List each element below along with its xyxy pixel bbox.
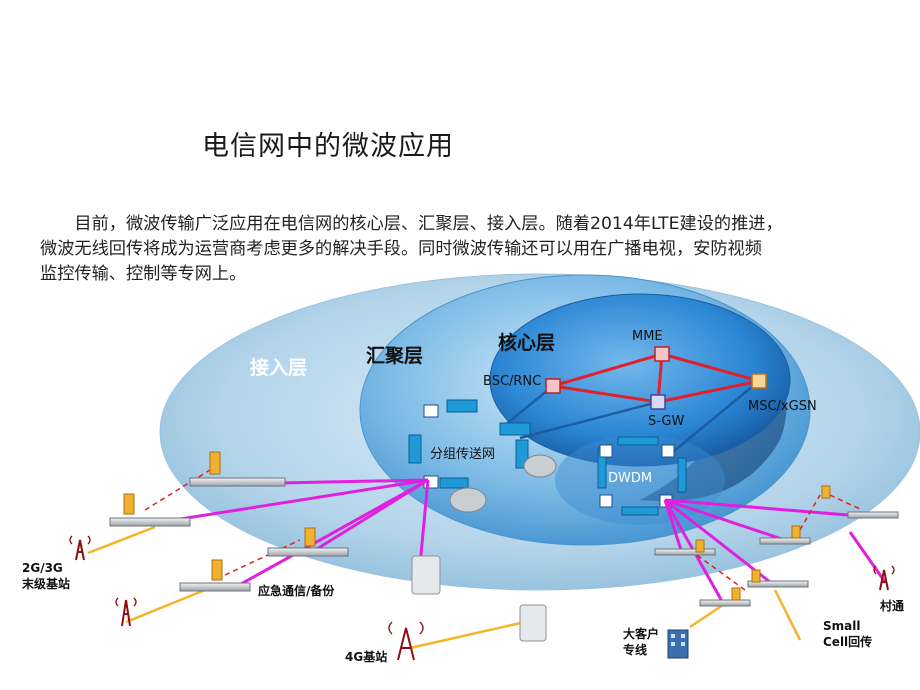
packet-ring <box>408 399 531 489</box>
msc-label: MSC/xGSN <box>748 399 817 414</box>
microwave-device-icon <box>109 477 899 607</box>
signal-waves-icon <box>69 535 895 635</box>
tower-icon <box>75 539 889 661</box>
core-layer-ellipse <box>489 293 791 467</box>
backup-links <box>144 469 863 591</box>
village-label: 村通 <box>880 598 904 613</box>
enterprise-label: 大客户 <box>623 626 659 641</box>
small-cell-label: Small <box>823 619 860 633</box>
small-cell-label: Cell回传 <box>823 634 872 649</box>
intro-line: 目前，微波传输广泛应用在电信网的核心层、汇聚层、接入层。随着2014年LTE建设… <box>74 214 783 234</box>
core-layer-label: 核心层 <box>498 331 555 354</box>
building-icon <box>667 629 689 659</box>
intro-line: 微波无线回传将成为运营商考虑更多的解决手段。同时微波传输还可以用在广播电视，安防… <box>40 239 762 259</box>
msc-node-icon <box>751 373 767 389</box>
router-icon <box>449 454 557 513</box>
agg-core-links <box>504 380 760 457</box>
core-links <box>552 352 760 404</box>
intro-paragraph: 目前，微波传输广泛应用在电信网的核心层、汇聚层、接入层。随着2014年LTE建设… <box>40 212 920 287</box>
radio-links <box>87 525 802 650</box>
antenna-icon <box>123 451 831 601</box>
bsc-rnc-label: BSC/RNC <box>483 374 541 389</box>
intro-line: 监控传输、控制等专网上。 <box>40 264 247 284</box>
dwdm-label: DWDM <box>608 471 652 486</box>
aggregation-layer-label: 汇聚层 <box>366 345 423 367</box>
access-layer-label: 接入层 <box>250 357 307 379</box>
enterprise-label: 专线 <box>623 642 647 657</box>
bsc-rnc-node-icon <box>545 378 561 394</box>
slide-title: 电信网中的微波应用 <box>202 131 454 162</box>
outdoor-unit-icon <box>411 555 547 642</box>
packet-ring-label: 分组传送网 <box>430 447 495 462</box>
site-2g3g-label: 2G/3G <box>22 561 63 575</box>
emergency-label: 应急通信/备份 <box>258 583 335 598</box>
mme-label: MME <box>632 329 663 344</box>
mme-node-icon <box>654 346 670 362</box>
sgw-node-icon <box>650 394 666 410</box>
site-4g-label: 4G基站 <box>345 649 387 664</box>
site-2g3g-label: 末级基站 <box>22 576 70 591</box>
dwdm-ring <box>597 436 687 516</box>
sgw-label: S-GW <box>648 414 684 429</box>
